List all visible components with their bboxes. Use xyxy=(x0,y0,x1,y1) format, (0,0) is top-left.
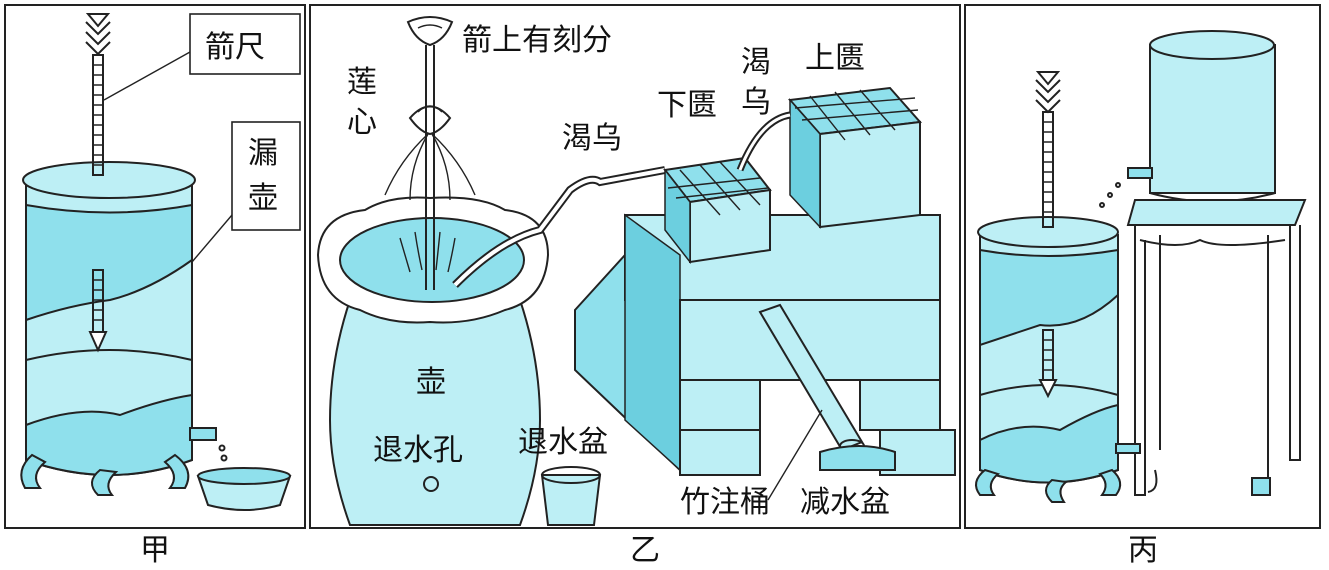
platform-step-3 xyxy=(680,430,760,475)
label-bamboo-pipe: 竹注桶 xyxy=(680,485,770,520)
label-leak-pot-1: 漏 xyxy=(248,136,278,171)
label-siphon-right-1: 渴 xyxy=(741,45,771,80)
platform-side xyxy=(625,215,680,470)
upper-vessel-front xyxy=(820,122,920,227)
water-drip xyxy=(1108,193,1112,197)
label-siphon-left: 渴乌 xyxy=(562,121,622,156)
lower-vessel-front xyxy=(690,190,770,262)
label-lotus-heart-1: 莲 xyxy=(347,65,377,100)
label-pot: 壶 xyxy=(416,365,446,400)
reduce-basin xyxy=(820,446,895,470)
water-drip xyxy=(220,446,225,451)
stand-top xyxy=(1128,200,1305,225)
label-arrow-marked: 箭上有刻分 xyxy=(462,23,612,58)
label-leak-pot-2: 壶 xyxy=(248,181,278,216)
pot-bowl-water xyxy=(340,218,524,302)
water-drip xyxy=(222,456,227,461)
caption-bing: 丙 xyxy=(1128,533,1158,568)
label-siphon-right-2: 乌 xyxy=(741,85,771,120)
label-reduce-basin: 减水盆 xyxy=(800,485,890,520)
upper-tank-top xyxy=(1150,31,1274,59)
leak-pot-foot-mid xyxy=(92,470,116,495)
platform-step-4 xyxy=(860,380,940,430)
panel-jia: 箭尺 漏 壶 甲 xyxy=(5,5,305,568)
lower-pot-lid xyxy=(978,217,1118,247)
label-drain-basin: 退水盆 xyxy=(518,425,608,460)
label-lotus-heart-2: 心 xyxy=(347,105,377,140)
water-drip xyxy=(1116,183,1120,187)
pot-body xyxy=(330,300,540,525)
label-arrow-ruler: 箭尺 xyxy=(205,30,265,65)
leak-pot-spout xyxy=(190,428,216,440)
upper-tank-spout xyxy=(1128,168,1152,178)
caption-jia: 甲 xyxy=(140,533,170,568)
platform-step-2 xyxy=(680,380,760,430)
label-lower-vessel: 下匮 xyxy=(657,88,717,123)
label-drain-hole: 退水孔 xyxy=(373,433,463,468)
lower-pot-spout xyxy=(1116,444,1140,453)
water-drip xyxy=(1100,203,1104,207)
label-upper-vessel: 上匮 xyxy=(805,41,865,76)
catch-basin-rim xyxy=(198,468,290,484)
panel-yi: 箭上有刻分 莲 心 渴乌 下匮 渴 乌 上匮 壶 退水孔 退水盆 竹注桶 减水盆… xyxy=(310,5,960,568)
upper-tank-body xyxy=(1150,45,1275,193)
leak-pot-foot-left xyxy=(21,455,45,488)
panel-bing: 丙 xyxy=(965,5,1320,568)
leak-pot-lid xyxy=(23,162,195,198)
stand-legs xyxy=(1135,225,1300,495)
caption-yi: 乙 xyxy=(630,533,660,568)
